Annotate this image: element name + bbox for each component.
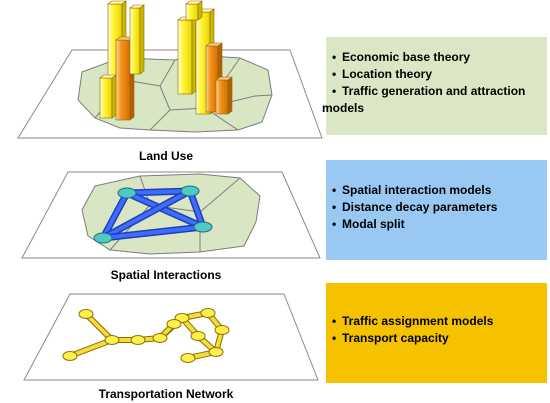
flow-node-1 (117, 187, 137, 199)
network-node-4 (130, 335, 146, 345)
panel-item-traffic-generation-cont: models (322, 101, 365, 115)
network-node-11 (180, 353, 196, 363)
panel-item-spatial-interaction: Spatial interaction models (332, 182, 539, 199)
panel-item-location-theory: Location theory (332, 66, 539, 83)
bar-4 (129, 4, 145, 75)
panel-item-traffic-assignment: Traffic assignment models (332, 313, 539, 330)
network-node-8 (214, 325, 230, 335)
flow-node-2 (180, 185, 200, 197)
land-use-label: Land Use (138, 149, 193, 163)
bar-5 (177, 16, 197, 95)
bar-3 (115, 36, 135, 121)
network-node-12 (166, 319, 182, 329)
land-use-bars (99, 0, 233, 121)
land-use-panel: Economic base theory Location theory Tra… (322, 37, 547, 135)
transportation-network-panel: Traffic assignment models Transport capa… (326, 283, 547, 383)
panel-item-traffic-generation: Traffic generation and attraction (332, 83, 539, 100)
flow-node-4 (193, 221, 213, 233)
panel-item-modal-split: Modal split (332, 216, 539, 233)
network-node-1 (78, 309, 94, 319)
network-node-7 (200, 308, 216, 318)
bar-2 (99, 74, 117, 119)
network-node-5 (152, 333, 168, 343)
transportation-network-plane (23, 293, 319, 381)
transportation-network-label: Transportation Network (98, 387, 234, 401)
bar-9 (185, 0, 203, 21)
flow-node-3 (93, 232, 113, 244)
panel-item-transport-capacity: Transport capacity (332, 330, 539, 347)
bar-8 (215, 76, 233, 115)
interaction-flows (93, 185, 213, 244)
spatial-interactions-panel: Spatial interaction models Distance deca… (326, 160, 547, 260)
network-node-9 (190, 331, 206, 341)
transport-network (62, 308, 230, 363)
network-node-3 (62, 351, 78, 361)
spatial-interactions-label: Spatial Interactions (110, 268, 222, 282)
network-node-2 (104, 335, 120, 345)
land-use-plane (17, 49, 323, 139)
panel-item-distance-decay: Distance decay parameters (332, 199, 539, 216)
panel-item-economic-base: Economic base theory (332, 49, 539, 66)
network-node-10 (208, 347, 224, 357)
